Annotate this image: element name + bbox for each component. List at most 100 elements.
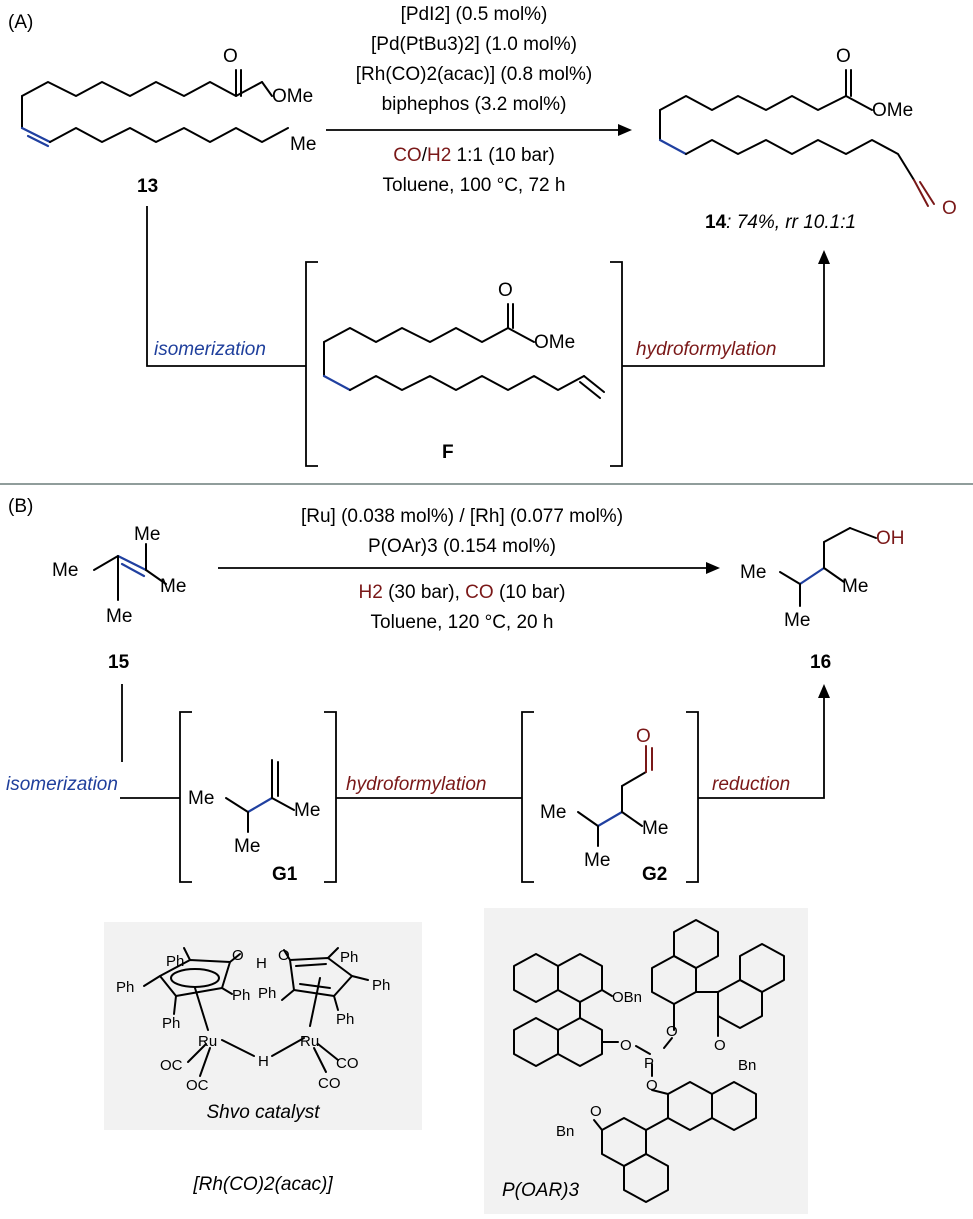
step-isomerization-b: isomerization — [6, 774, 118, 795]
compound-16-me-left: Me — [740, 562, 766, 583]
reaction-arrow-a-head — [618, 124, 632, 136]
ligand-p: P — [644, 1055, 654, 1072]
phosphite-ligand-box — [484, 908, 808, 1214]
g2-me-bottom: Me — [584, 850, 610, 871]
shvo-o-2: O — [278, 947, 290, 964]
step-reduction-b: reduction — [712, 774, 790, 795]
phosphite-caption: P(OAR)3 — [502, 1180, 580, 1201]
compound-14-aldehyde-o: O — [942, 198, 957, 219]
hydroformylation-path-a — [622, 260, 825, 367]
condition-b-2: P(OAr)3 (0.154 mol%) — [368, 536, 556, 557]
step-isomerization-a: isomerization — [154, 339, 266, 360]
shvo-ph-3: Ph — [232, 987, 250, 1004]
shvo-ph-8: Ph — [336, 1011, 354, 1028]
reaction-arrow-b-head — [706, 562, 720, 574]
shvo-ph-5: Ph — [116, 979, 134, 996]
shvo-ph-1: Ph — [166, 953, 184, 970]
compound-13-o: O — [223, 46, 238, 67]
bracket-right-f — [610, 261, 623, 467]
reduction-path-b — [698, 694, 825, 799]
g2-me-right: Me — [642, 818, 668, 839]
compound-16-label: 16 — [810, 652, 831, 673]
condition-a-2: [Pd(PtBu3)2] (1.0 mol%) — [371, 34, 577, 55]
shvo-ph-2: Ph — [340, 949, 358, 966]
shvo-co-2: CO — [318, 1075, 341, 1092]
compound-14-o: O — [836, 46, 851, 67]
shvo-ph-6: Ph — [372, 977, 390, 994]
shvo-h-bridge: H — [256, 955, 267, 972]
condition-b-solvent: Toluene, 120 °C, 20 h — [371, 612, 554, 633]
compound-15-me-bottom: Me — [106, 606, 132, 627]
ligand-o-1: O — [620, 1037, 632, 1054]
ligand-bn-2: Bn — [556, 1123, 574, 1140]
bracket-left-g1 — [179, 711, 192, 883]
shvo-h-hydride: H — [258, 1053, 269, 1070]
g1-label: G1 — [272, 864, 298, 885]
arrow-to-14 — [818, 250, 830, 264]
shvo-oc-1: OC — [160, 1057, 183, 1074]
g1-me-right: Me — [294, 800, 320, 821]
step-hydroformylation-b: hydroformylation — [346, 774, 486, 795]
bracket-right-g1 — [324, 711, 337, 883]
compound-15-me-top: Me — [134, 524, 160, 545]
compound-13-structure — [20, 69, 289, 148]
ligand-o-5: O — [590, 1103, 602, 1120]
ligand-o-4: O — [646, 1077, 658, 1094]
intermediate-f-ome: OMe — [534, 332, 575, 353]
shvo-catalyst-box — [104, 922, 422, 1130]
compound-16-me-right: Me — [842, 576, 868, 597]
ligand-o-2: O — [666, 1023, 678, 1040]
condition-a-3: [Rh(CO)2(acac)] (0.8 mol%) — [356, 64, 593, 85]
phosphite-ligand-structure — [513, 919, 785, 1203]
ligand-obn-1: OBn — [612, 989, 642, 1006]
compound-14-ome: OMe — [872, 100, 913, 121]
shvo-ru-2: Ru — [300, 1033, 319, 1050]
bracket-left-g2 — [521, 711, 534, 883]
g1-structure — [225, 759, 295, 833]
gas-h2-a: H2 — [427, 145, 451, 166]
compound-15-structure — [93, 543, 167, 601]
compound-14-structure — [658, 69, 935, 207]
g2-label: G2 — [642, 864, 667, 885]
compound-15-label: 15 — [108, 652, 130, 673]
ligand-bn-1: Bn — [738, 1057, 756, 1074]
g1-me-bottom: Me — [234, 836, 260, 857]
shvo-oc-2: OC — [186, 1077, 209, 1094]
shvo-catalyst-structure — [143, 947, 369, 1077]
condition-b-1: [Ru] (0.038 mol%) / [Rh] (0.077 mol%) — [301, 506, 623, 527]
condition-b-gas: H2 (30 bar), CO (10 bar) — [359, 582, 566, 603]
condition-a-4: biphephos (3.2 mol%) — [382, 94, 567, 115]
compound-14-caption: 14: 74%, rr 10.1:1 — [705, 212, 856, 233]
intermediate-f-structure — [322, 303, 605, 399]
shvo-co-1: CO — [336, 1055, 359, 1072]
panel-a-label: (A) — [8, 12, 33, 33]
ligand-o-3: O — [714, 1037, 726, 1054]
bracket-left-f — [305, 261, 318, 467]
shvo-o-1: O — [232, 947, 244, 964]
bracket-right-g2 — [686, 711, 699, 883]
compound-13-me: Me — [290, 134, 316, 155]
intermediate-f-o: O — [498, 280, 513, 301]
isomerization-path-a — [146, 206, 306, 367]
condition-a-gas: CO/H2 1:1 (10 bar) — [393, 145, 555, 166]
compound-13-ome: OMe — [272, 86, 313, 107]
shvo-ph-4: Ph — [258, 985, 276, 1002]
shvo-ph-7: Ph — [162, 1015, 180, 1032]
g2-structure — [577, 745, 653, 847]
g1-me-left: Me — [188, 788, 214, 809]
shvo-ru-1: Ru — [198, 1033, 217, 1050]
shvo-caption: Shvo catalyst — [207, 1102, 321, 1123]
step-hydroformylation-a: hydroformylation — [636, 339, 776, 360]
g2-me-left: Me — [540, 802, 566, 823]
arrow-to-16 — [818, 684, 830, 698]
condition-a-1: [PdI2] (0.5 mol%) — [401, 4, 548, 25]
compound-16-oh: OH — [876, 528, 905, 549]
compound-15-me-right: Me — [160, 576, 186, 597]
compound-13-label: 13 — [137, 176, 158, 197]
rh-precatalyst-caption: [Rh(CO)2(acac)] — [192, 1174, 333, 1195]
compound-15-me-left: Me — [52, 560, 78, 581]
compound-16-structure — [779, 527, 877, 607]
panel-b-label: (B) — [8, 496, 33, 517]
gas-co-a: CO — [393, 145, 422, 166]
